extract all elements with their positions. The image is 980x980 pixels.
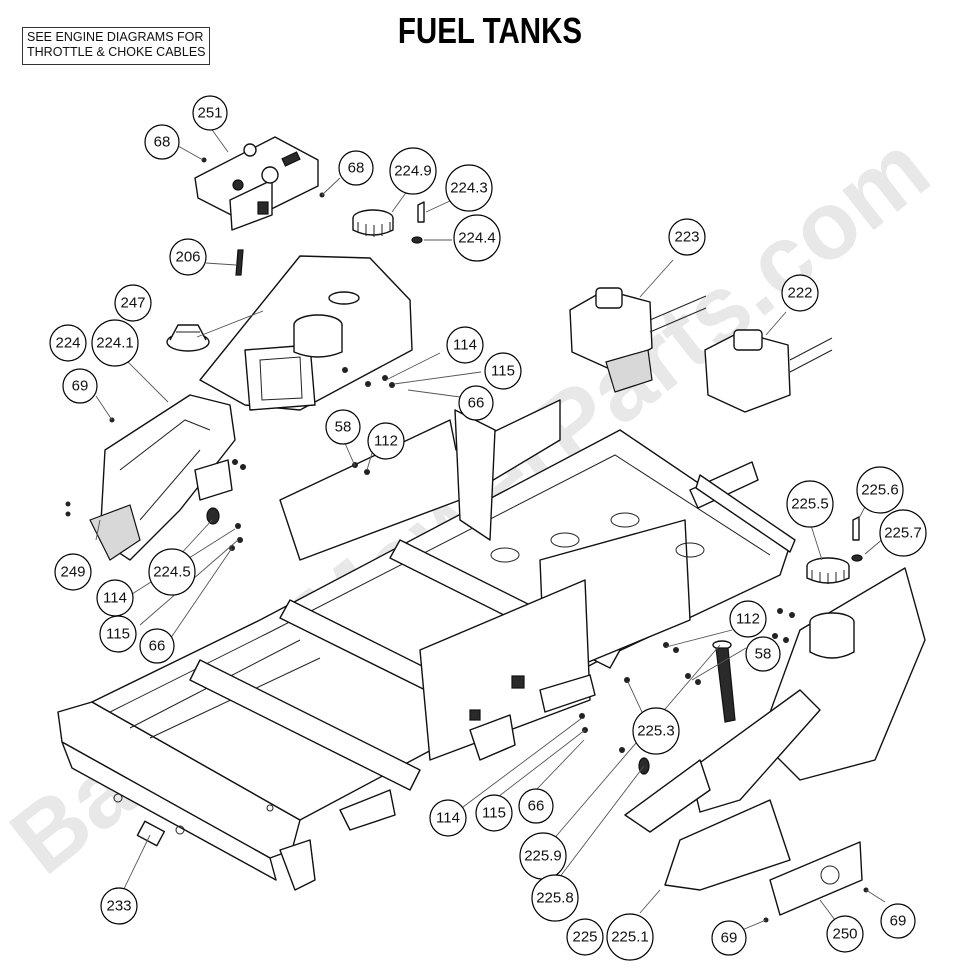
- callout-225-1: 225.1: [606, 913, 654, 961]
- left-fuel-tank: [65, 136, 425, 561]
- svg-text:115: 115: [482, 805, 506, 822]
- note-line-1: SEE ENGINE DIAGRAMS FOR: [27, 30, 204, 44]
- svg-text:225.9: 225.9: [524, 848, 562, 865]
- right-fuel-tank: [579, 516, 926, 923]
- svg-text:251: 251: [197, 105, 222, 122]
- callout-66-b: 66: [139, 628, 175, 664]
- svg-text:225: 225: [572, 929, 597, 946]
- svg-text:224.9: 224.9: [394, 163, 432, 180]
- callout-225-7: 225.7: [879, 509, 927, 557]
- callout-69-c: 69: [880, 903, 916, 939]
- svg-text:115: 115: [491, 363, 515, 380]
- svg-text:224.3: 224.3: [450, 180, 488, 197]
- svg-text:224: 224: [55, 335, 80, 352]
- callout-222: 222: [781, 274, 819, 312]
- svg-text:69: 69: [72, 378, 89, 395]
- svg-text:225.6: 225.6: [861, 482, 899, 499]
- svg-text:222: 222: [787, 285, 812, 302]
- svg-text:233: 233: [106, 898, 131, 915]
- callout-224-3: 224.3: [445, 164, 493, 212]
- leader-lines: [95, 126, 886, 931]
- svg-text:225.7: 225.7: [884, 525, 922, 542]
- svg-text:249: 249: [60, 564, 85, 581]
- callout-206: 206: [169, 238, 207, 276]
- callout-224-9: 224.9: [389, 147, 437, 195]
- callout-224-5: 224.5: [148, 548, 196, 596]
- svg-text:66: 66: [149, 638, 166, 655]
- svg-text:225.3: 225.3: [637, 723, 675, 740]
- svg-text:225.1: 225.1: [611, 929, 649, 946]
- mower-frame: [57, 399, 796, 891]
- svg-text:206: 206: [175, 249, 200, 266]
- callout-114-c: 114: [429, 799, 467, 837]
- callout-247: 247: [114, 284, 152, 322]
- callout-224-1: 224.1: [91, 319, 139, 367]
- callout-225-3: 225.3: [632, 707, 680, 755]
- callout-233: 233: [100, 887, 138, 925]
- callout-68-b: 68: [338, 150, 374, 186]
- callout-69-a: 69: [62, 368, 98, 404]
- callout-223: 223: [668, 218, 706, 256]
- svg-text:225.5: 225.5: [791, 496, 829, 513]
- svg-text:250: 250: [832, 926, 857, 943]
- callout-224: 224: [49, 324, 87, 362]
- callout-225-8: 225.8: [531, 874, 579, 922]
- callout-112-b: 112: [729, 600, 767, 638]
- svg-text:68: 68: [348, 160, 365, 177]
- callout-115-b: 115: [99, 615, 137, 653]
- svg-text:68: 68: [154, 134, 171, 151]
- svg-text:112: 112: [736, 611, 760, 628]
- engine-diagram-note: SEE ENGINE DIAGRAMS FOR THROTTLE & CHOKE…: [22, 27, 210, 65]
- callout-225-6: 225.6: [856, 466, 904, 514]
- svg-text:225.8: 225.8: [536, 890, 574, 907]
- svg-text:224.1: 224.1: [96, 335, 134, 352]
- callout-58-b: 58: [745, 636, 781, 672]
- callout-66-c: 66: [518, 788, 554, 824]
- svg-text:58: 58: [335, 419, 352, 436]
- callout-114-b: 114: [96, 579, 134, 617]
- svg-text:224.4: 224.4: [458, 230, 496, 247]
- callout-69-b: 69: [711, 920, 747, 956]
- callout-225-9: 225.9: [519, 832, 567, 880]
- svg-text:58: 58: [755, 646, 772, 663]
- callout-112-a: 112: [367, 422, 405, 460]
- callout-225: 225: [566, 918, 604, 956]
- callout-224-4: 224.4: [453, 214, 501, 262]
- callout-114-a: 114: [446, 326, 484, 364]
- evap-canisters: [569, 287, 833, 413]
- svg-text:114: 114: [103, 590, 127, 607]
- callout-115-c: 115: [475, 794, 513, 832]
- svg-text:114: 114: [453, 337, 477, 354]
- svg-text:224.5: 224.5: [153, 564, 191, 581]
- callout-251: 251: [192, 95, 228, 131]
- svg-text:114: 114: [436, 810, 460, 827]
- svg-text:66: 66: [468, 395, 485, 412]
- page-title: FUEL TANKS: [397, 10, 583, 51]
- note-line-2: THROTTLE & CHOKE CABLES: [27, 45, 206, 59]
- svg-text:223: 223: [674, 229, 699, 246]
- callout-115-a: 115: [484, 352, 522, 390]
- callout-225-5: 225.5: [786, 480, 834, 528]
- callout-249: 249: [54, 553, 92, 591]
- callout-68-a: 68: [144, 124, 180, 160]
- callout-66-a: 66: [458, 385, 494, 421]
- svg-text:69: 69: [890, 913, 907, 930]
- svg-text:66: 66: [528, 798, 545, 815]
- svg-text:247: 247: [120, 295, 145, 312]
- svg-text:112: 112: [374, 433, 398, 450]
- svg-text:115: 115: [106, 626, 130, 643]
- callout-58-a: 58: [325, 409, 361, 445]
- svg-text:69: 69: [721, 930, 738, 947]
- callout-250: 250: [826, 915, 864, 953]
